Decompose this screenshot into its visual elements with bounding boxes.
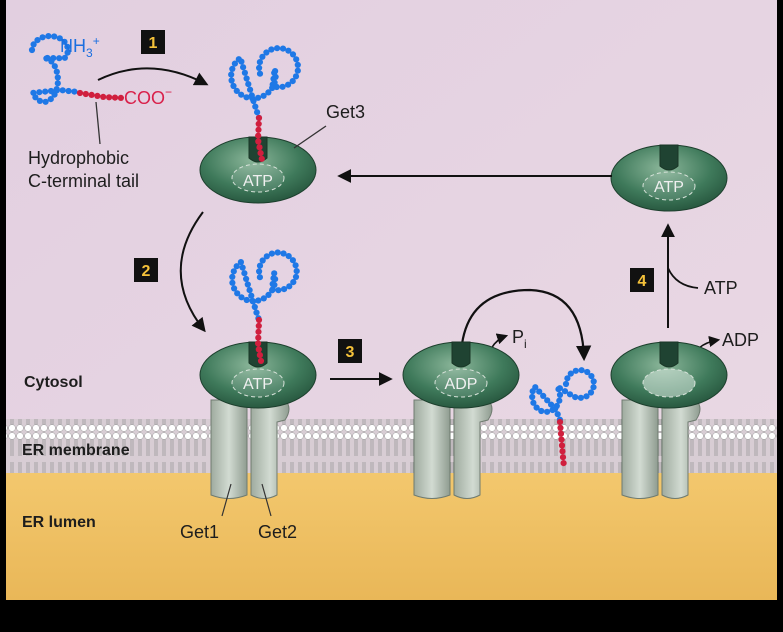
protein-release-arrow (460, 288, 592, 362)
atp-input-arrow (667, 267, 699, 289)
atp-label-bound: ATP (243, 173, 273, 190)
tail-leader-line (95, 101, 101, 145)
svg-text:3: 3 (346, 344, 355, 361)
tail-label-line1: Hydrophobic (28, 148, 129, 168)
get1-leader-line (221, 483, 232, 517)
get1-receptor (413, 399, 451, 499)
step-1-arrow (97, 67, 209, 86)
get3-leader-line (293, 125, 327, 149)
atp-input-label: ATP (704, 278, 738, 298)
nucleotide-pocket (231, 368, 285, 398)
step-4-badge: 4 (630, 268, 654, 292)
bound-protein-blue-segment (228, 45, 301, 121)
adp-release-label: ADP (722, 330, 759, 350)
get1-label: Get1 (180, 522, 219, 542)
get3-groove (659, 144, 679, 171)
nucleotide-pocket (642, 171, 696, 201)
tail-label-line2: C-terminal tail (28, 171, 139, 191)
free-protein-blue-segment (28, 33, 78, 105)
pi-label: Pi (512, 327, 527, 351)
get-complex-docked (199, 249, 317, 499)
inserted-protein-red-tail (556, 418, 567, 467)
bound-protein-red-tail (255, 114, 265, 162)
svg-text:1: 1 (149, 35, 158, 52)
step-2-badge: 2 (134, 258, 158, 282)
nucleotide-pocket (434, 368, 488, 398)
er-membrane-label: ER membrane (22, 442, 130, 459)
svg-text:4: 4 (638, 273, 647, 290)
free-protein-red-tail (76, 89, 124, 101)
inserted-tail-anchored-protein (529, 367, 597, 467)
get1-receptor (210, 399, 248, 499)
get2-receptor (453, 399, 493, 499)
get3-free-atp (610, 144, 728, 212)
free-tail-anchored-protein (28, 33, 124, 105)
get3-groove (659, 341, 679, 368)
step-3-badge: 3 (338, 339, 362, 363)
get3-groove (451, 341, 471, 368)
get2-receptor (661, 399, 701, 499)
nh3-label: NH3+ (60, 34, 100, 60)
step-2-arrow (179, 211, 206, 333)
nucleotide-pocket (642, 368, 696, 398)
get2-receptor (250, 399, 290, 499)
docked-protein-blue-segment (229, 249, 300, 322)
get3-protein-bound (199, 45, 317, 204)
er-lumen-region (6, 470, 777, 600)
get-complex-hydrolyzed (402, 341, 520, 499)
cytosol-label: Cytosol (24, 374, 83, 391)
get1-receptor (621, 399, 659, 499)
get-complex-empty (610, 341, 728, 499)
atp-label-free: ATP (654, 179, 684, 196)
er-lumen-label: ER lumen (22, 514, 96, 531)
docked-protein-red-tail (255, 316, 265, 364)
get2-leader-line (261, 483, 272, 517)
get3-label: Get3 (326, 102, 365, 122)
adp-label-hydrolyzed: ADP (445, 376, 478, 393)
get2-label: Get2 (258, 522, 297, 542)
step-1-badge: 1 (141, 30, 165, 54)
inserted-protein-blue-segment (529, 367, 597, 423)
coo-label: COO− (124, 85, 172, 108)
svg-text:2: 2 (142, 263, 151, 280)
atp-label-docked: ATP (243, 376, 273, 393)
nucleotide-pocket (231, 163, 285, 193)
